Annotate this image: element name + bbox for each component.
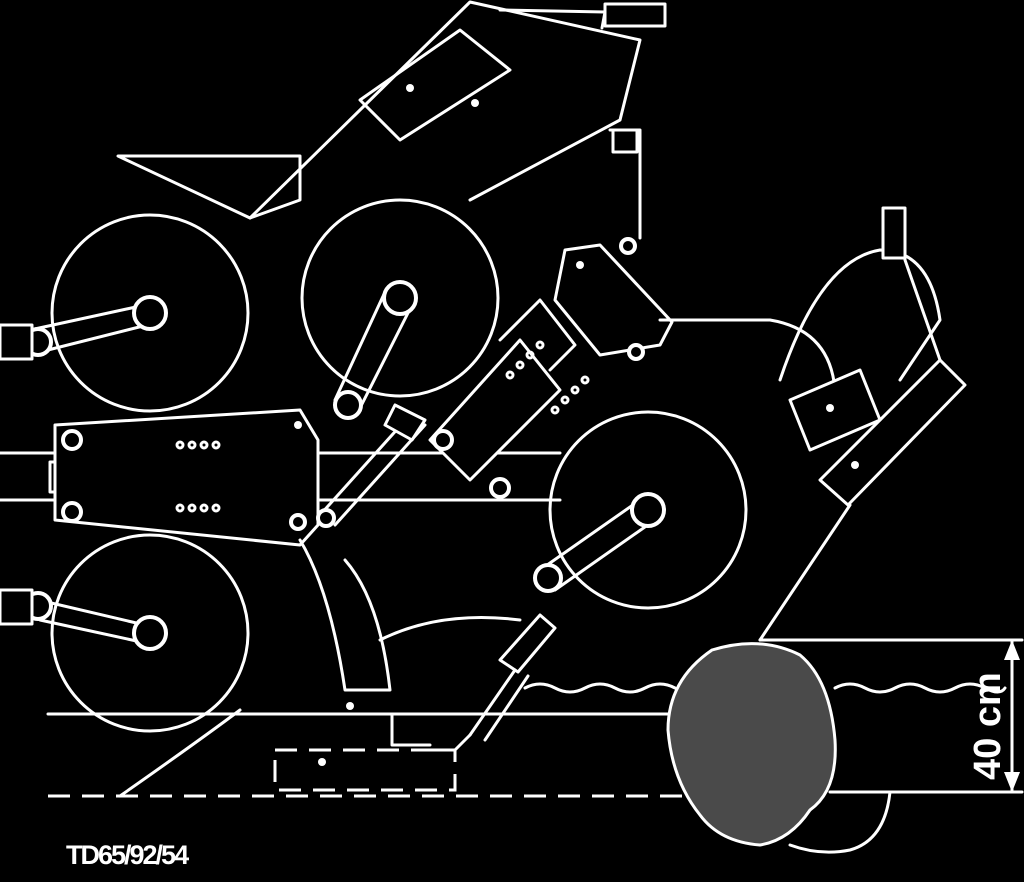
seed-hopper [116,0,667,220]
front-upper-wheel [0,213,250,413]
dimension-label: 40 cm [967,672,1009,780]
depth-dimension: 40 cm [967,640,1020,792]
rear-covering-unit [758,206,967,642]
toolbar-frame [0,408,562,547]
figure-code: TD65/92/54 [66,840,189,870]
front-lower-wheel [0,533,250,733]
ground-lines [46,638,1024,854]
adjustment-holes-lower [175,503,221,513]
rear-wheel [533,410,748,610]
rear-bracket [553,128,837,392]
middle-wheel [300,198,500,420]
adjustment-holes-upper [175,440,221,450]
adjustment-holes-diagonal [505,340,590,415]
stone [666,642,837,847]
seeding-tine [118,538,557,798]
linkage-arms [316,298,590,528]
